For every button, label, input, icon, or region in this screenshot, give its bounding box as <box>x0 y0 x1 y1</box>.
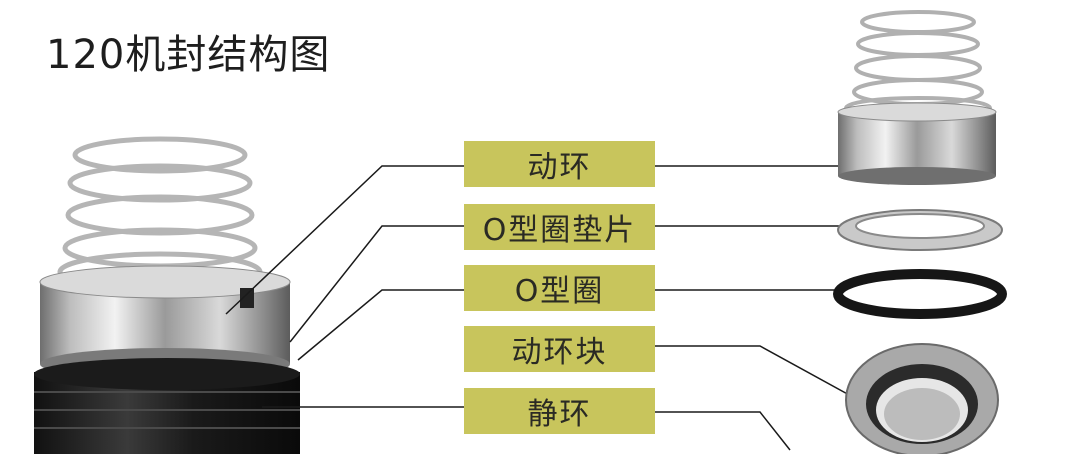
label-oring-washer: O型圈垫片 <box>464 204 655 250</box>
label-rotating-ring-block: 动环块 <box>464 326 655 372</box>
label-rotating-ring: 动环 <box>464 141 655 187</box>
oring-washer-part-image <box>837 209 1003 251</box>
right-leader-lines <box>655 165 895 451</box>
oring-part-image <box>833 269 1007 319</box>
label-stationary-ring: 静环 <box>464 388 655 434</box>
drive-slot <box>240 288 254 308</box>
diagram-title: 120机封结构图 <box>46 32 331 78</box>
leader-line-rotating-ring <box>225 165 464 315</box>
leader-line-oring <box>297 289 464 361</box>
ring-block-part-image <box>845 343 999 454</box>
left-leader-lines <box>225 165 464 408</box>
assembled-seal-image <box>34 136 300 454</box>
leader-line-part-stationary-ring <box>655 411 791 451</box>
rotating-ring-part-image <box>837 10 997 185</box>
label-oring: O型圈 <box>464 265 655 311</box>
leader-line-oring-washer <box>289 225 464 343</box>
leader-line-part-ring-block <box>655 345 863 403</box>
